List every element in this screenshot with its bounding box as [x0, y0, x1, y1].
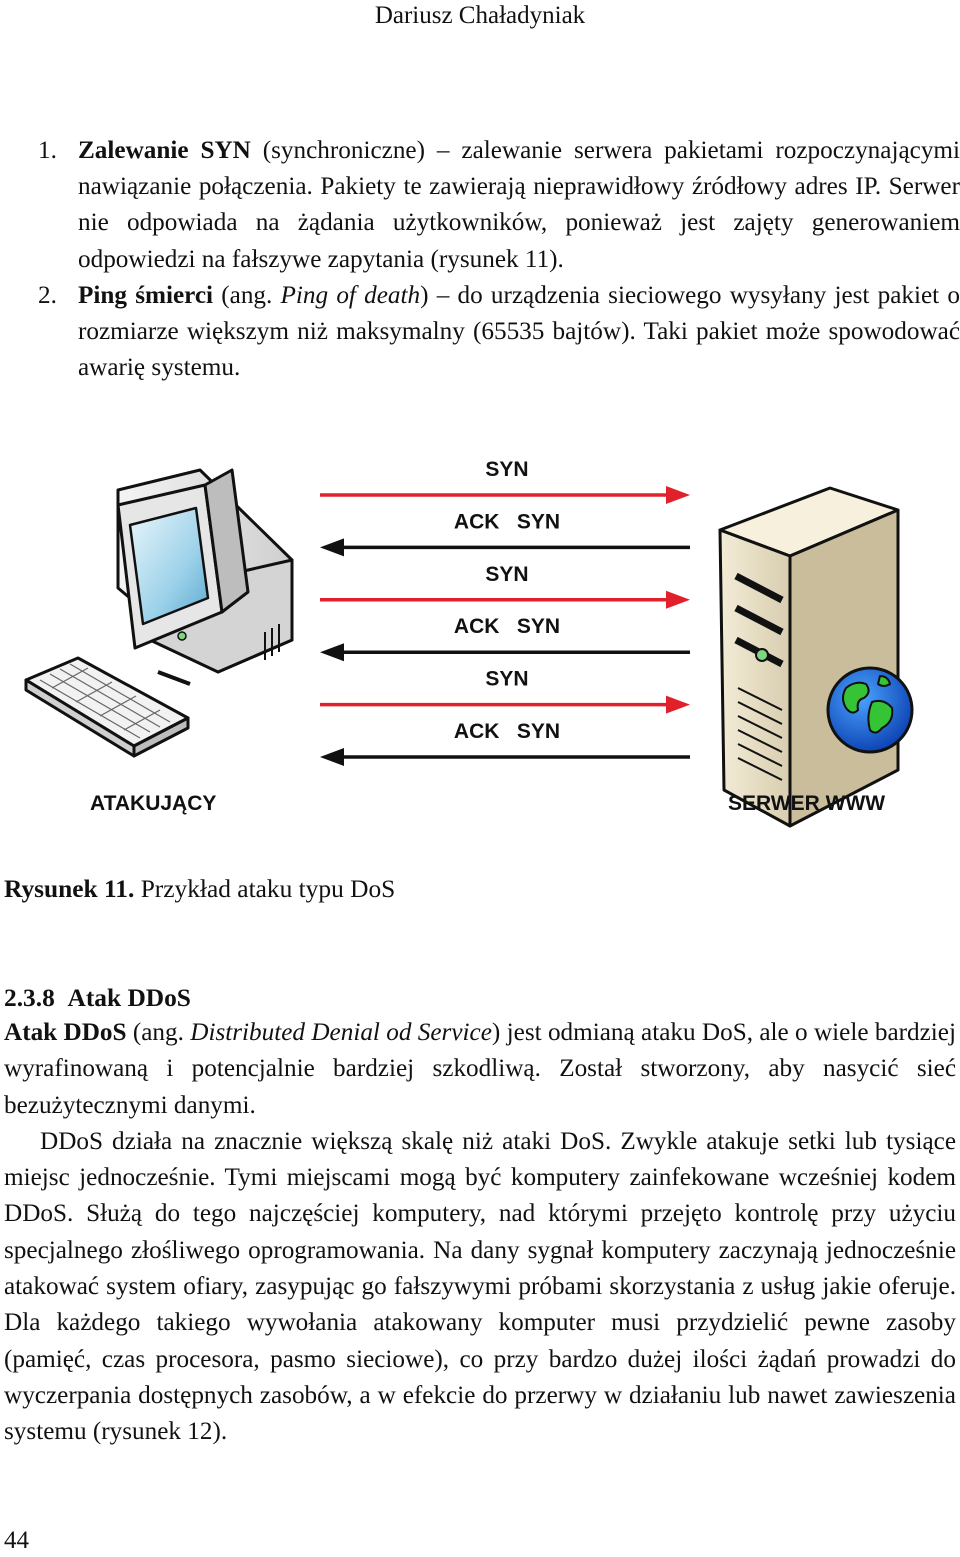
paragraph-term: Atak DDoS [4, 1019, 127, 1046]
arrow-1: SYN [320, 458, 690, 504]
arrow-4: ACK SYN [320, 615, 690, 662]
arrow-head [666, 590, 690, 609]
desktop-computer-icon [24, 468, 294, 758]
arrow-label: ACK SYN [454, 720, 560, 743]
arrow-label: SYN [485, 563, 528, 586]
list-number: 1. [38, 137, 57, 164]
list-number: 2. [38, 281, 57, 309]
arrow-head [320, 538, 344, 557]
arrow-label: ACK SYN [454, 615, 560, 638]
attacker-label: ATAKUJĄCY [90, 792, 216, 815]
caption-prefix: Rysunek 11. [4, 875, 135, 903]
arrow-head [666, 695, 690, 714]
arrow-layer: SYN ACK SYN SYN ACK SYN SYN ACK SYN [320, 458, 690, 766]
paragraph: Atak DDoS (ang. Distributed Denial od Se… [4, 1015, 956, 1124]
body-text: Atak DDoS (ang. Distributed Denial od Se… [4, 1015, 956, 1451]
list-text: (ang. [213, 281, 281, 309]
server-label: SERWER WWW [728, 792, 885, 815]
list-term: Ping śmierci [78, 281, 214, 309]
figure-caption: Rysunek 11. Przykład ataku typu DoS [4, 872, 395, 906]
list-item-ping-of-death: 2. Ping śmierci (ang. Ping of death) – do… [38, 278, 960, 387]
paragraph: DDoS działa na znacznie większą skalę ni… [4, 1127, 956, 1446]
arrow-head [320, 748, 344, 766]
arrow-label: ACK SYN [454, 510, 560, 533]
arrow-label: SYN [485, 668, 528, 691]
web-server-globe-icon [718, 486, 914, 828]
list-text: (synchroniczne) – zalewanie serwera paki… [78, 137, 960, 273]
section-number: 2.3.8 [4, 984, 55, 1012]
list-term: Zalewanie SYN [78, 137, 251, 164]
arrow-3: SYN [320, 563, 690, 609]
arrow-head [666, 486, 690, 504]
arrow-5: SYN [320, 668, 690, 714]
list-text: ) – do urządzenia sieciowego wysyłany je… [78, 281, 960, 382]
arrow-6: ACK SYN [320, 720, 690, 766]
caption-text: Przykład ataku typu DoS [134, 875, 396, 903]
paragraph-italic: Distributed Denial od Service [190, 1019, 492, 1046]
arrow-2: ACK SYN [320, 510, 690, 557]
section-heading: 2.3.8 Atak DDoS [4, 981, 191, 1015]
arrow-head [320, 643, 344, 662]
page-number: 44 [4, 1527, 29, 1554]
paragraph-text: ) jest odmianą ataku DoS, ale o wiele ba… [4, 1019, 956, 1119]
paragraph-text: (ang. [126, 1019, 191, 1046]
dos-diagram: SYN ACK SYN SYN ACK SYN SYN ACK SYN ATAKUJĄCY… [24, 458, 914, 828]
arrow-label: SYN [485, 458, 528, 481]
attack-list: 1. Zalewanie SYN (synchroniczne) – zalewa… [38, 133, 960, 386]
list-text-italic: Ping of death [280, 281, 421, 309]
running-header: Dariusz Chaładyniak [374, 2, 586, 29]
section-title: Atak DDoS [67, 984, 191, 1012]
list-item-syn-flood: 1. Zalewanie SYN (synchroniczne) – zalewa… [38, 133, 960, 278]
